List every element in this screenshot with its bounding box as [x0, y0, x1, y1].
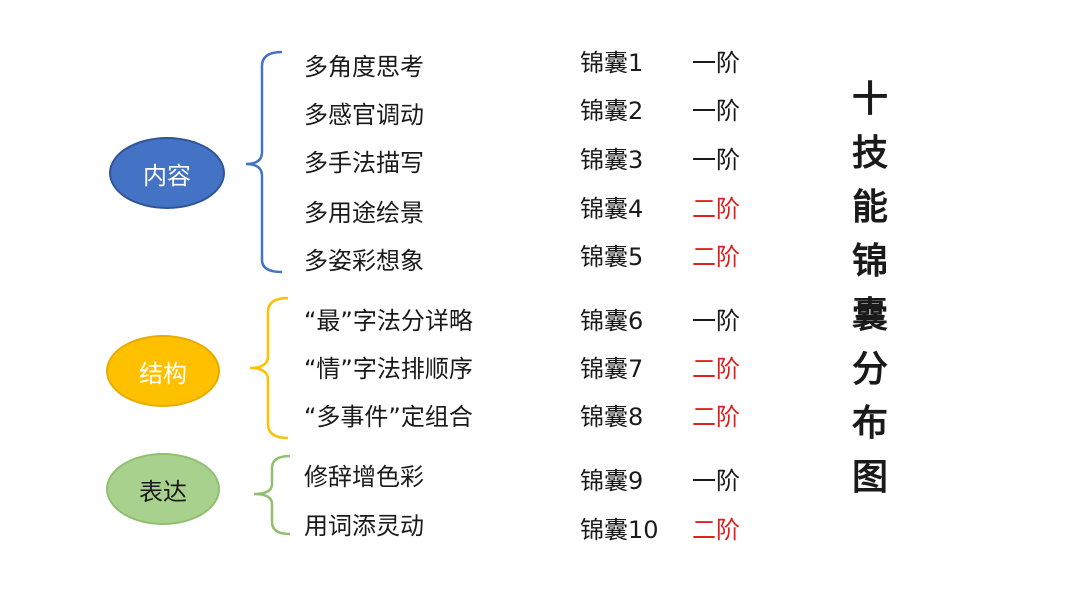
kit-label: 锦囊7	[580, 354, 644, 383]
skill-label: 修辞增色彩	[304, 462, 424, 491]
level-label: 二阶	[692, 354, 740, 383]
skill-label: 多用途绘景	[304, 198, 424, 227]
kit-label: 锦囊3	[580, 145, 644, 174]
level-label: 一阶	[692, 306, 740, 335]
skill-label: 多手法描写	[304, 148, 424, 177]
category-expression: 表达	[106, 453, 220, 525]
skill-label: 用词添灵动	[304, 511, 424, 540]
content-brace	[245, 50, 283, 274]
level-label: 一阶	[692, 466, 740, 495]
category-expression-label: 表达	[139, 477, 187, 506]
kit-label: 锦囊9	[580, 466, 644, 495]
title-char: 图	[851, 456, 888, 498]
skill-label: 多感官调动	[304, 100, 424, 129]
title-char: 布	[851, 402, 888, 444]
skill-label: “最”字法分详略	[304, 306, 473, 335]
level-label: 二阶	[692, 242, 740, 271]
level-label: 一阶	[692, 48, 740, 77]
title-char: 囊	[851, 294, 888, 336]
expression-brace	[253, 454, 291, 536]
kit-label: 锦囊5	[580, 242, 644, 271]
category-content-label: 内容	[143, 161, 191, 190]
category-structure: 结构	[106, 335, 220, 407]
kit-label: 锦囊1	[580, 48, 644, 77]
title-char: 分	[851, 348, 888, 390]
level-label: 一阶	[692, 96, 740, 125]
structure-brace	[249, 296, 289, 440]
kit-label: 锦囊6	[580, 306, 644, 335]
skill-label: “多事件”定组合	[304, 402, 473, 431]
skill-label: 多姿彩想象	[304, 246, 424, 275]
category-content: 内容	[109, 137, 225, 209]
level-label: 二阶	[692, 194, 740, 223]
level-label: 二阶	[692, 402, 740, 431]
kit-label: 锦囊8	[580, 402, 644, 431]
skill-label: “情”字法排顺序	[304, 354, 473, 383]
skill-label: 多角度思考	[304, 52, 424, 81]
title-char: 十	[851, 78, 888, 120]
vertical-title: 十 技 能 锦 囊 分 布 图	[846, 72, 894, 504]
level-label: 二阶	[692, 515, 740, 544]
title-char: 锦	[851, 240, 888, 282]
kit-label: 锦囊4	[580, 194, 644, 223]
title-char: 能	[851, 186, 888, 228]
title-char: 技	[851, 132, 888, 174]
kit-label: 锦囊10	[580, 515, 659, 544]
level-label: 一阶	[692, 145, 740, 174]
kit-label: 锦囊2	[580, 96, 644, 125]
category-structure-label: 结构	[139, 359, 187, 388]
